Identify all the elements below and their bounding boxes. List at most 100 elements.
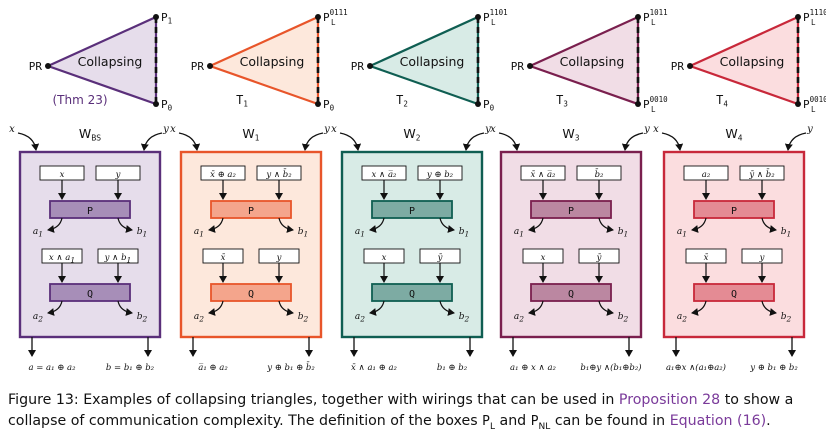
b2-letter: b <box>459 312 465 322</box>
top-vertex-sub: L <box>651 18 656 27</box>
x-input-label: x <box>170 124 176 135</box>
triangle-name-sub: 3 <box>563 100 568 109</box>
caption-text-3: and <box>499 413 527 429</box>
mid-b-text: ȳ <box>596 253 602 263</box>
wiring-name-sub: BS <box>91 134 101 143</box>
triangle-name: T <box>556 93 563 107</box>
p-box <box>693 200 775 219</box>
q-box-label: Q <box>568 289 574 300</box>
b1-sub: 1 <box>786 230 791 239</box>
bottom-vertex-box: P <box>643 98 650 111</box>
output-b-expr: y ⊕ b₁ ⊕ b₂ <box>749 363 798 373</box>
a1-label: a1 <box>33 227 43 239</box>
y-input-arrow <box>301 132 324 151</box>
wiring-name-letter: W <box>79 126 91 141</box>
mid-a-text: x <box>541 253 546 263</box>
a2-sub: 2 <box>681 315 687 324</box>
mid-b-expr: ȳ <box>437 253 443 263</box>
output-a-expr: x̄ ∧ a₁ ⊕ a₂ <box>351 363 397 373</box>
q-box <box>49 283 131 302</box>
x-input-label: x <box>490 124 496 135</box>
a2-letter: a <box>514 312 519 322</box>
output-a-expr: a = a₁ ⊕ a₂ <box>28 363 76 373</box>
a1-sub: 1 <box>682 230 687 239</box>
a2-label: a2 <box>677 312 687 324</box>
triangle-name-sub: 4 <box>723 100 728 109</box>
box-pnl-sub: NL <box>538 421 551 432</box>
x-input-label: x <box>9 124 15 135</box>
pr-label: PR <box>29 60 43 73</box>
output-a-expr: a₁ ⊕ x ∧ a₂ <box>510 363 556 373</box>
y-input-label: y <box>484 124 491 135</box>
b1-sub: 1 <box>623 230 628 239</box>
a2-label: a2 <box>194 312 204 324</box>
b2-arrow <box>117 300 133 316</box>
b1-arrow <box>117 217 133 233</box>
x-input-arrow <box>339 132 362 151</box>
y-input-label: y <box>643 124 650 135</box>
triangle-name-sub: 2 <box>403 100 408 109</box>
p-box <box>530 200 612 219</box>
a1-arrow <box>528 217 544 233</box>
b2-label: b2 <box>459 312 470 324</box>
a1-letter: a <box>33 227 38 237</box>
p-box-label: P <box>87 206 93 217</box>
b2-letter: b <box>298 312 304 322</box>
b1-label: b1 <box>459 227 470 239</box>
y-input-arrow <box>621 132 644 151</box>
b2-letter: b <box>781 312 787 322</box>
output-b-expr: b₁ ⊕ b₂ <box>437 363 468 373</box>
top-vertex-sup: 0111 <box>330 8 348 17</box>
x-input-label: x <box>653 124 659 135</box>
b2-sub: 2 <box>141 315 147 324</box>
top-vertex-sub: L <box>331 18 336 27</box>
triangle-name-label: T3 <box>556 93 568 109</box>
b1-sub: 1 <box>464 230 469 239</box>
triangle-name-sub: 1 <box>243 100 248 109</box>
proposition-28-link[interactable]: Proposition 28 <box>618 392 721 408</box>
p-box <box>49 200 131 219</box>
b2-letter: b <box>137 312 143 322</box>
a2-arrow <box>208 300 224 316</box>
p-box-label: P <box>248 206 254 217</box>
y-input-arrow <box>784 132 807 151</box>
equation-16-link[interactable]: Equation (16) <box>669 413 767 429</box>
x-input-arrow <box>661 132 684 151</box>
wiring-name: W2 <box>403 126 420 143</box>
bottom-vertex-label: P0 <box>323 98 335 113</box>
y-input-arrow <box>140 132 163 151</box>
y-input-arrow <box>462 132 485 151</box>
a2-label: a2 <box>514 312 524 324</box>
top-vertex-box: P <box>643 11 650 24</box>
bottom-vertex-dot <box>795 101 801 107</box>
pr-vertex-dot <box>687 63 693 69</box>
mid-a-text: x ∧ a <box>49 253 71 263</box>
b2-sub: 2 <box>622 315 628 324</box>
bottom-vertex-dot <box>635 101 641 107</box>
output-b-expr: y ⊕ b₁ ⊕ b̄₂ <box>266 361 315 373</box>
collapsing-label: Collapsing <box>78 54 143 69</box>
mid-a-text: x <box>382 253 387 263</box>
caption-text-5: . <box>766 413 771 429</box>
mid-b-expr: y <box>276 253 282 263</box>
y-input-label: y <box>323 124 330 135</box>
q-box-label: Q <box>731 289 737 300</box>
top-vertex-box: P <box>323 11 330 24</box>
input-a-expr: x ∧ a̅₂ <box>372 170 397 180</box>
b1-label: b1 <box>137 227 148 239</box>
a2-arrow <box>369 300 385 316</box>
mid-b-text: y <box>276 253 282 263</box>
output-a-expr: a₁⊕x ∧(a₁⊕a₂) <box>666 362 726 373</box>
a1-arrow <box>691 217 707 233</box>
b1-letter: b <box>137 227 143 237</box>
p-box-label: P <box>568 206 574 217</box>
a2-sub: 2 <box>359 315 365 324</box>
p-box-label: P <box>731 206 737 217</box>
top-vertex-sup: 1101 <box>490 8 508 17</box>
a1-arrow <box>369 217 385 233</box>
top-vertex-sup: 1110 <box>810 8 826 17</box>
